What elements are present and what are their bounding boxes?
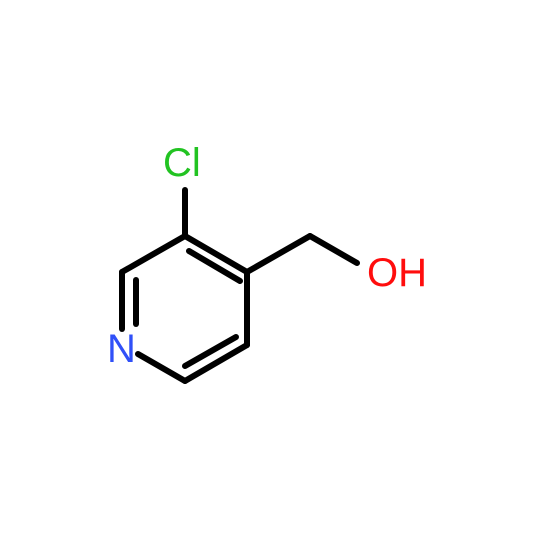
atom-labels: Cl OH N xyxy=(107,141,427,371)
bond-c2-c3 xyxy=(119,233,188,275)
bond-c5-c6 xyxy=(182,342,250,384)
hydroxyl-label: OH xyxy=(367,251,427,295)
bond-ch2-o xyxy=(307,233,360,266)
bonds xyxy=(119,187,360,384)
chlorine-label: Cl xyxy=(163,141,201,185)
bond-c3-c4-inner xyxy=(186,248,243,284)
bond-c5-c6-inner xyxy=(182,334,239,369)
bond-c4-ch2 xyxy=(244,233,313,275)
bond-c3-c4 xyxy=(182,233,250,275)
bond-c6-n1 xyxy=(135,351,188,384)
nitrogen-label: N xyxy=(107,327,136,371)
